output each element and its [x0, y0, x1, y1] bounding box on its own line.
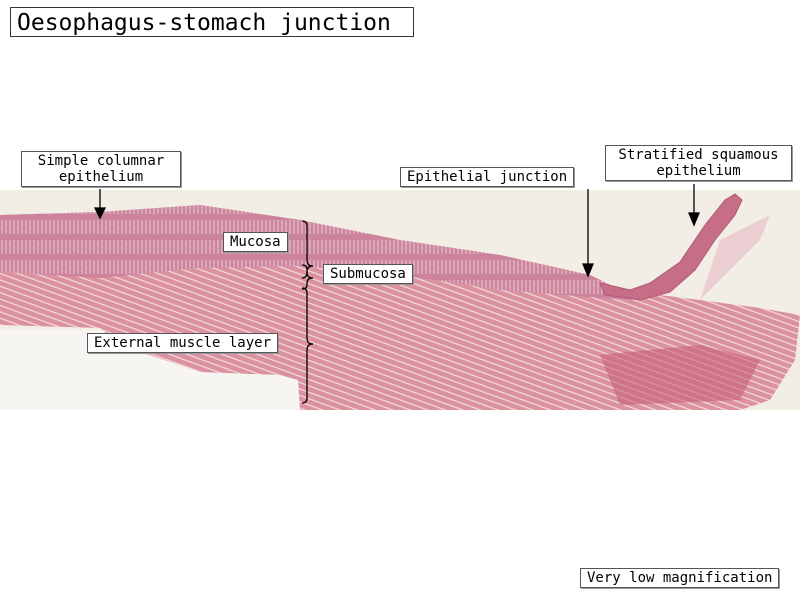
squamous-epithelium [599, 193, 743, 301]
label-simple-columnar-epithelium: Simple columnar epithelium [21, 151, 181, 187]
mucosa-layer [0, 205, 640, 300]
magnification-label: Very low magnification [580, 568, 780, 588]
dark-muscle-bundle [600, 345, 760, 405]
label-mucosa: Mucosa [223, 232, 288, 252]
pointer-arrows [93, 184, 700, 404]
page-title: Oesophagus-stomach junction [10, 7, 414, 37]
label-stratified-squamous-epithelium: Stratified squamous epithelium [605, 145, 792, 181]
label-epithelial-junction: Epithelial junction [400, 167, 575, 187]
label-submucosa: Submucosa [323, 264, 413, 284]
label-external-muscle-layer: External muscle layer [87, 333, 279, 353]
